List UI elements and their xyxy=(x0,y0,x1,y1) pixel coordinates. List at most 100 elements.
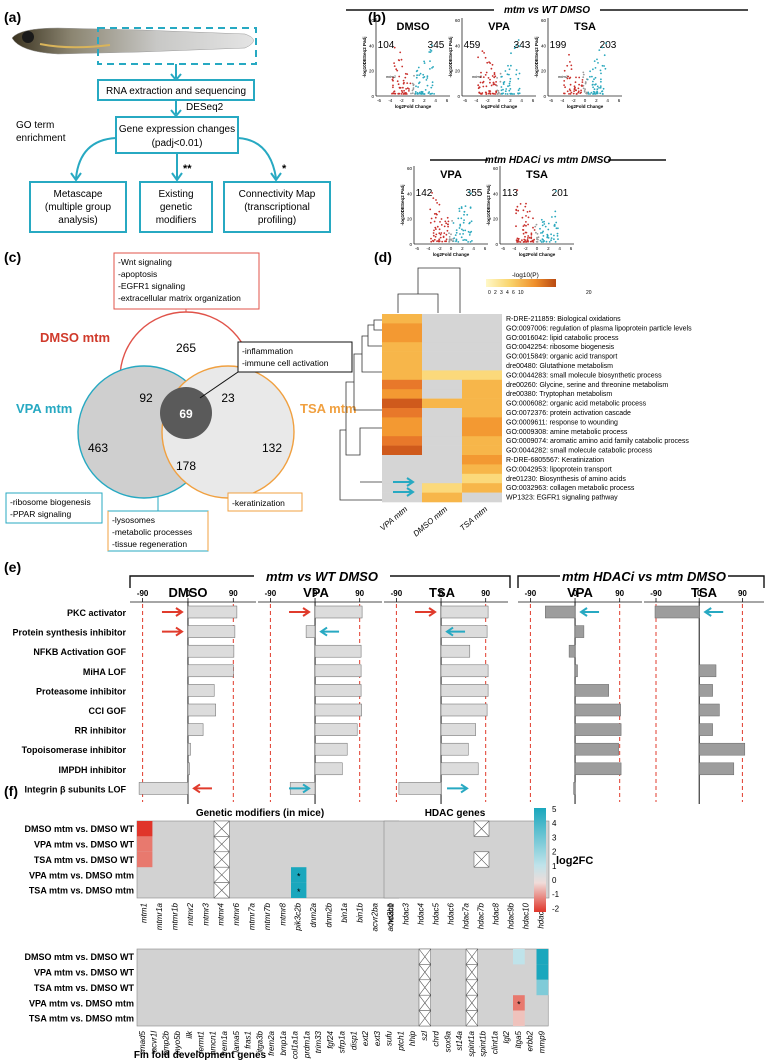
volcano-point xyxy=(448,241,450,243)
volcano-point xyxy=(542,235,545,237)
volcano-point xyxy=(526,239,529,241)
gene-expression-box xyxy=(115,116,239,154)
heat-cell xyxy=(422,492,462,503)
comparison-label: TSA mtm vs. DMSO mtm xyxy=(29,886,134,896)
volcano-point xyxy=(551,216,553,218)
comparison-label: TSA mtm vs. DMSO WT xyxy=(34,855,135,865)
gene-cell-cross xyxy=(418,995,431,1011)
heat-row-label: GO:0009611: response to wounding xyxy=(506,419,618,426)
volcano-gene-label: mtm1 xyxy=(386,74,396,79)
volcano-title: DMSO xyxy=(397,21,430,33)
volcano-point xyxy=(525,215,527,217)
volcano-point xyxy=(483,52,485,54)
volcano-point xyxy=(508,84,511,87)
gene-cell-cross xyxy=(418,1010,431,1027)
panel-e: (e) mtm vs WT DMSO mtm HDACi vs mtm DMSO… xyxy=(4,559,765,804)
gene-label: frem1a xyxy=(220,1030,229,1055)
volcano-point xyxy=(499,93,502,95)
volcano-point xyxy=(460,206,463,208)
volcano-point xyxy=(543,220,545,223)
volcano-up-count: 343 xyxy=(514,40,531,51)
volcano-point xyxy=(393,65,396,67)
volcano-point xyxy=(399,51,402,54)
volcano-point xyxy=(490,67,493,70)
volcano-point xyxy=(525,231,528,234)
volcano-point xyxy=(592,80,594,83)
cmap-axis-label: -90 xyxy=(525,589,537,598)
cmap-bar xyxy=(440,723,476,736)
volcano-point xyxy=(575,93,578,95)
volcano-point xyxy=(550,233,552,236)
volcano-point xyxy=(569,61,571,63)
volcano-point xyxy=(457,217,460,220)
volcano-point xyxy=(592,68,594,71)
volcano-point xyxy=(477,84,480,87)
gene-label: frem2a xyxy=(267,1030,276,1055)
gene-cell-highlight xyxy=(513,949,525,965)
volcano-xtick: 4 xyxy=(472,246,475,251)
gene-label: bmp2b xyxy=(161,1030,170,1055)
gene-label: hdac9b xyxy=(507,902,516,929)
volcano-point xyxy=(484,56,487,59)
connectivity-map-box xyxy=(223,181,331,233)
volcano-point xyxy=(481,50,484,52)
volcano-point xyxy=(570,64,573,67)
volcano-point xyxy=(419,72,422,75)
volcano-point xyxy=(502,83,505,85)
heat-legend-tick: 10 xyxy=(518,290,524,296)
cmap-row-label: NFKB Activation GOF xyxy=(33,647,126,657)
heat-cell xyxy=(462,389,502,399)
volcano-point xyxy=(445,222,448,225)
volcano-ytick: 0 xyxy=(457,94,460,99)
heat-cell xyxy=(382,473,422,484)
volcano-ylabel: -log10DESeq2 Padj xyxy=(400,184,405,225)
gene-expression-line1: Gene expression changes xyxy=(119,124,235,135)
gene-label: mtmr4 xyxy=(217,902,226,925)
volcano-xtick: 4 xyxy=(520,98,523,103)
volcano-point xyxy=(523,238,526,241)
volcano-xtick: 6 xyxy=(618,98,621,103)
volcano-point xyxy=(543,240,546,242)
heat-cell xyxy=(422,464,462,475)
gene-cell-highlight xyxy=(291,867,307,883)
volcano-ytick: 40 xyxy=(493,191,499,196)
cmap-bar xyxy=(698,723,713,736)
cmap-bar xyxy=(574,664,578,678)
volcano-point xyxy=(464,229,467,232)
volcano-ytick: 60 xyxy=(493,166,499,171)
cmap-axis-label: -90 xyxy=(650,589,662,598)
gene-label: sufu xyxy=(385,1030,394,1046)
cmap-arrow-head xyxy=(192,783,201,794)
cmap-bar xyxy=(187,762,190,776)
cmap-arrow-head xyxy=(579,607,588,617)
volcano-point xyxy=(516,237,519,240)
gene-label: hhip xyxy=(408,1030,417,1046)
volcano-point xyxy=(522,229,524,231)
volcano-point xyxy=(546,235,549,238)
volcano-xtick: -6 xyxy=(463,98,467,103)
volcano-point xyxy=(396,80,399,83)
vpa-term-2: -PPAR signaling xyxy=(10,509,72,519)
volcano-point xyxy=(432,66,434,68)
volcano-point xyxy=(438,238,441,241)
cmap-bar xyxy=(314,664,362,678)
cmap-bar xyxy=(314,762,343,776)
volcano-point xyxy=(557,227,559,230)
volcano-point xyxy=(541,221,544,224)
volcano-point xyxy=(403,89,405,92)
volcano-point xyxy=(501,93,503,95)
cmap-axis-label: 90 xyxy=(229,589,238,598)
volcano-point xyxy=(424,89,427,91)
volcano-point xyxy=(404,76,407,79)
volcano-point xyxy=(432,232,435,234)
cmap-bar xyxy=(314,703,362,717)
volcano-point xyxy=(451,220,453,222)
heat-cell xyxy=(462,436,502,446)
cmap-axis-label: 90 xyxy=(738,589,747,598)
all-term-1: -inflammation xyxy=(242,346,293,356)
volcano-xtick: -4 xyxy=(388,98,392,103)
heat-cell xyxy=(462,370,502,381)
volcano-point xyxy=(596,88,599,91)
